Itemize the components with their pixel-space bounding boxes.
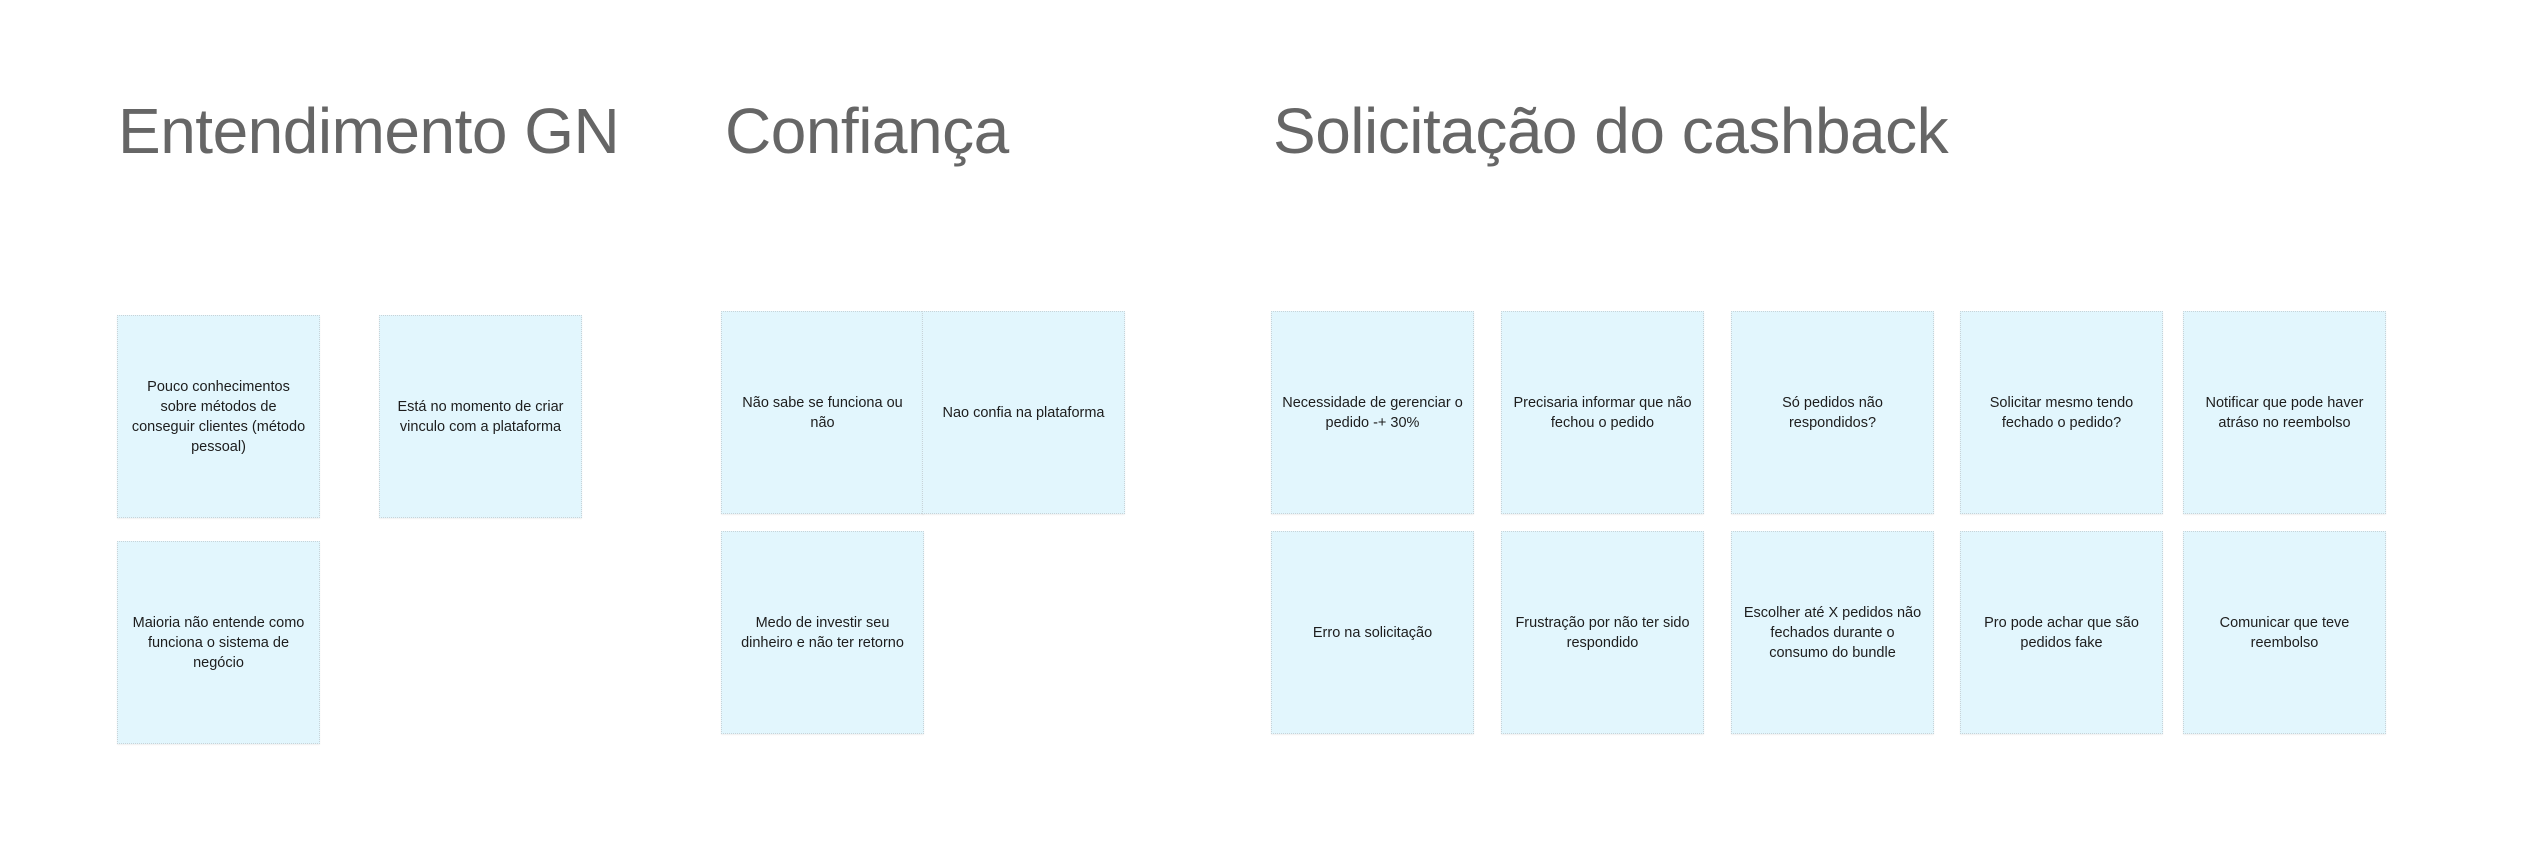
sticky-note-text: Necessidade de gerenciar o pedido -+ 30% <box>1282 394 1463 431</box>
sticky-note[interactable]: Maioria não entende como funciona o sist… <box>117 541 320 744</box>
sticky-note-text: Solicitar mesmo tendo fechado o pedido? <box>1989 394 2134 431</box>
sticky-note[interactable]: Solicitar mesmo tendo fechado o pedido? <box>1960 311 2163 514</box>
section-title-confianca: Confiança <box>725 95 1009 167</box>
sticky-note[interactable]: Frustração por não ter sido respondido <box>1501 531 1704 734</box>
sticky-note[interactable]: Necessidade de gerenciar o pedido -+ 30% <box>1271 311 1474 514</box>
sticky-note-text: Frustração por não ter sido respondido <box>1515 614 1690 651</box>
section-title-solicitacao-cashback: Solicitação do cashback <box>1273 95 1949 167</box>
section-title-entendimento-gn: Entendimento GN <box>118 95 620 167</box>
sticky-note-text: Medo de investir seu dinheiro e não ter … <box>741 614 904 651</box>
sticky-note-text: Comunicar que teve reembolso <box>2219 614 2350 651</box>
sticky-note[interactable]: Nao confia na plataforma <box>922 311 1125 514</box>
sticky-note-text: Escolher até X pedidos não fechados dura… <box>1743 604 1922 661</box>
sticky-note[interactable]: Está no momento de criar vinculo com a p… <box>379 315 582 518</box>
sticky-note-text: Maioria não entende como funciona o sist… <box>132 614 305 671</box>
sticky-note-text: Notificar que pode haver atráso no reemb… <box>2205 394 2364 431</box>
sticky-note-text: Erro na solicitação <box>1312 624 1433 641</box>
sticky-note[interactable]: Comunicar que teve reembolso <box>2183 531 2386 734</box>
sticky-note-text: Está no momento de criar vinculo com a p… <box>397 398 564 435</box>
sticky-note[interactable]: Pro pode achar que são pedidos fake <box>1960 531 2163 734</box>
sticky-note[interactable]: Escolher até X pedidos não fechados dura… <box>1731 531 1934 734</box>
sticky-note[interactable]: Erro na solicitação <box>1271 531 1474 734</box>
sticky-note-text: Pro pode achar que são pedidos fake <box>1984 614 2139 651</box>
sticky-note-text: Nao confia na plataforma <box>942 404 1105 421</box>
sticky-note[interactable]: Precisaria informar que não fechou o ped… <box>1501 311 1704 514</box>
sticky-note-text: Precisaria informar que não fechou o ped… <box>1513 394 1692 431</box>
sticky-note[interactable]: Medo de investir seu dinheiro e não ter … <box>721 531 924 734</box>
sticky-note[interactable]: Notificar que pode haver atráso no reemb… <box>2183 311 2386 514</box>
sticky-note[interactable]: Não sabe se funciona ou não <box>721 311 924 514</box>
sticky-note[interactable]: Só pedidos não respondidos? <box>1731 311 1934 514</box>
sticky-note-text: Só pedidos não respondidos? <box>1782 394 1883 431</box>
sticky-note-text: Pouco conhecimentos sobre métodos de con… <box>131 378 306 455</box>
sticky-note[interactable]: Pouco conhecimentos sobre métodos de con… <box>117 315 320 518</box>
sticky-note-text: Não sabe se funciona ou não <box>742 394 903 431</box>
